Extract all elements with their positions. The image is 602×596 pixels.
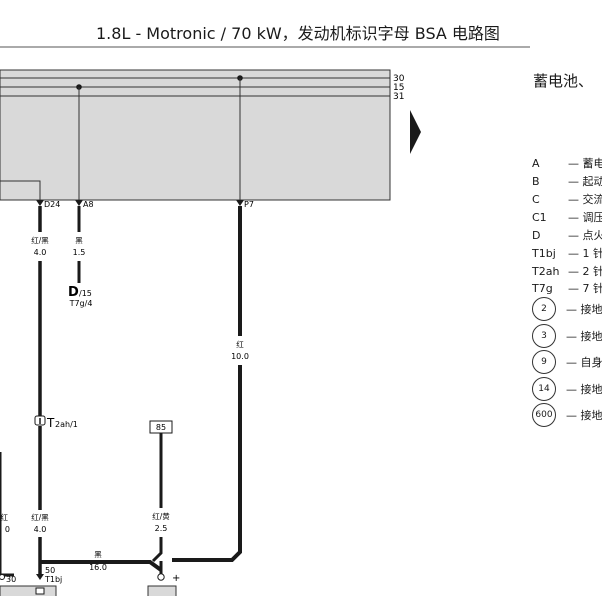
legend-code: T2ah bbox=[532, 265, 560, 278]
legend-item: B — 起动 bbox=[532, 175, 602, 189]
legend-desc: — 接地 bbox=[566, 383, 602, 396]
wire-85-color: 红/黄 bbox=[152, 511, 170, 521]
central-electrics-panel bbox=[0, 69, 391, 201]
legend-item: T1bj — 1 针 bbox=[532, 247, 602, 261]
battery-terminal-icon bbox=[157, 573, 165, 581]
wire-d24-color: 红/黑 bbox=[31, 235, 49, 245]
pin-label-d24: D24 bbox=[44, 200, 60, 209]
pin-marker-t1bj bbox=[36, 574, 44, 580]
legend-code: B bbox=[532, 175, 540, 188]
wire-p7-lower bbox=[172, 365, 242, 562]
connector-d15-ref: T7g/4 bbox=[69, 299, 93, 308]
legend-desc: — 调压 bbox=[568, 211, 602, 224]
ground-point-icon: 3 bbox=[532, 324, 556, 348]
legend-code: A bbox=[532, 157, 540, 170]
legend-item: T2ah — 2 针 bbox=[532, 265, 602, 279]
pin-marker-p7 bbox=[236, 200, 244, 206]
wire-p7-color: 红 bbox=[236, 339, 244, 349]
legend-desc: — 接地 bbox=[566, 330, 602, 343]
terminal-50-label: 50 bbox=[45, 566, 55, 575]
terminal-30-icon bbox=[0, 574, 5, 580]
legend-desc: — 接地 bbox=[566, 303, 602, 316]
legend-code: T7g bbox=[532, 282, 553, 295]
legend-item: A — 蓄电 bbox=[532, 157, 602, 171]
legend-code: T1bj bbox=[532, 247, 556, 260]
wire-85-lower bbox=[151, 537, 163, 563]
circuit-diagram: 30 15 31 D24 A8 P7 红/黑 4.0 T 2ah/1 红/黑 4… bbox=[0, 46, 530, 596]
terminal-85-label: 85 bbox=[156, 423, 166, 432]
wire-a8-color: 黑 bbox=[75, 236, 83, 245]
legend-desc: — 交流 bbox=[568, 193, 602, 206]
ground-point-icon: 9 bbox=[532, 350, 556, 374]
pin-marker-a8 bbox=[75, 200, 83, 206]
connector-t1bj-icon bbox=[35, 587, 45, 595]
connector-d15-label: D bbox=[68, 285, 79, 300]
legend-desc: — 起动 bbox=[568, 175, 602, 188]
legend-desc: — 2 针 bbox=[568, 265, 602, 278]
bus-label-30: 30 bbox=[393, 74, 405, 84]
battery-body bbox=[147, 585, 177, 596]
ground-point-icon: 2 bbox=[532, 297, 556, 321]
wire-left-cut-size: 0 bbox=[5, 525, 10, 534]
legend-desc: — 点火 bbox=[568, 229, 602, 242]
wire-ground-color: 黑 bbox=[94, 550, 102, 559]
legend-item: T7g — 7 针 bbox=[532, 282, 602, 296]
legend-desc: — 蓄电 bbox=[568, 157, 602, 170]
legend-code: C1 bbox=[532, 211, 547, 224]
battery-plus-label: + bbox=[172, 573, 180, 584]
pin-marker-d24 bbox=[36, 200, 44, 206]
diagram-title: 1.8L - Motronic / 70 kW，发动机标识字母 BSA 电路图 bbox=[96, 24, 500, 43]
legend-item: C — 交流 bbox=[532, 193, 602, 207]
wire-ground bbox=[40, 560, 163, 572]
bus-label-31: 31 bbox=[393, 92, 404, 102]
continuation-arrow-icon bbox=[410, 110, 421, 154]
wire-p7-size: 10.0 bbox=[231, 352, 249, 361]
terminal-30-label: 30 bbox=[6, 575, 16, 584]
ground-point-icon: 600 bbox=[532, 403, 556, 427]
legend-code: D bbox=[532, 229, 541, 242]
connector-t2ah-label: T bbox=[46, 416, 55, 430]
internal-trace-d24 bbox=[0, 180, 41, 200]
ground-point-icon: 14 bbox=[532, 377, 556, 401]
connector-d15-sub: /15 bbox=[79, 289, 92, 298]
wire-d24-lower-size: 4.0 bbox=[34, 525, 47, 534]
wire-a8-size: 1.5 bbox=[73, 248, 86, 257]
legend-desc: — 1 针 bbox=[568, 247, 602, 260]
legend-item: C1 — 调压 bbox=[532, 211, 602, 225]
legend-title: 蓄电池、 bbox=[533, 72, 594, 90]
pin-label-a8: A8 bbox=[83, 200, 94, 209]
pin-label-p7: P7 bbox=[244, 200, 254, 209]
wire-d24-lower-color: 红/黑 bbox=[31, 512, 49, 522]
legend-desc: — 7 针 bbox=[568, 282, 602, 295]
bus-label-15: 15 bbox=[393, 83, 404, 93]
wire-left-cut-color: 红 bbox=[1, 512, 9, 522]
wire-85-size: 2.5 bbox=[155, 524, 168, 533]
wire-ground-size: 16.0 bbox=[89, 563, 107, 572]
wire-d24-size: 4.0 bbox=[34, 248, 47, 257]
legend-desc: — 自身 bbox=[566, 356, 602, 369]
legend-item: D — 点火 bbox=[532, 229, 602, 243]
legend-desc: — 接地 bbox=[566, 409, 602, 422]
connector-t1bj-label: T1bj bbox=[44, 575, 62, 584]
legend-code: C bbox=[532, 193, 540, 206]
starter-body bbox=[0, 585, 57, 596]
connector-t2ah-sub: 2ah/1 bbox=[55, 420, 78, 429]
